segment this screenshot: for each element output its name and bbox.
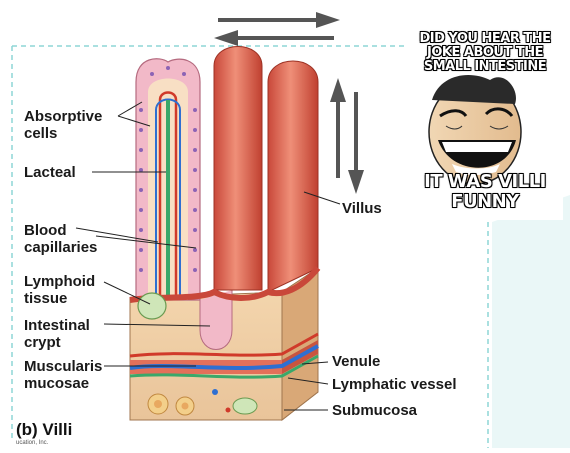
villus-right <box>268 61 318 292</box>
label-lymphoid-tissue: Lymphoid tissue <box>24 273 95 307</box>
label-submucosa: Submucosa <box>332 402 417 419</box>
teal-panel <box>492 195 570 448</box>
label-villus: Villus <box>342 200 382 217</box>
meme-top-text: DID YOU HEAR THE JOKE ABOUT THE SMALL IN… <box>411 32 559 74</box>
label-absorptive-cells: Absorptive cells <box>24 108 102 142</box>
label-lacteal: Lacteal <box>24 164 76 181</box>
arrow-up-icon <box>330 78 346 102</box>
label-intestinal-crypt: Intestinal crypt <box>24 317 90 351</box>
villus-middle <box>214 47 262 291</box>
arrow-down-icon <box>348 170 364 194</box>
label-venule: Venule <box>332 353 380 370</box>
label-blood-capillaries: Blood capillaries <box>24 222 97 256</box>
label-lymphatic-vessel: Lymphatic vessel <box>332 376 457 393</box>
meme-bottom-text: IT WAS VILLI FUNNY <box>411 172 559 212</box>
vertical-arrows <box>330 78 364 194</box>
arrow-left-icon <box>214 30 238 46</box>
laughing-face-icon <box>429 75 521 184</box>
arrow-right-icon <box>316 12 340 28</box>
meme-bottom-line: IT WAS VILLI FUNNY <box>424 171 546 212</box>
copyright-fragment: ucation, Inc. <box>16 440 48 446</box>
label-muscularis-mucosae: Muscularis mucosae <box>24 358 102 392</box>
figure-caption: (b) Villi <box>16 420 72 440</box>
meme-top-line: DID YOU HEAR THE JOKE ABOUT THE SMALL IN… <box>419 31 550 74</box>
horizontal-arrows <box>214 12 340 46</box>
lymphoid-nodule <box>138 293 166 319</box>
